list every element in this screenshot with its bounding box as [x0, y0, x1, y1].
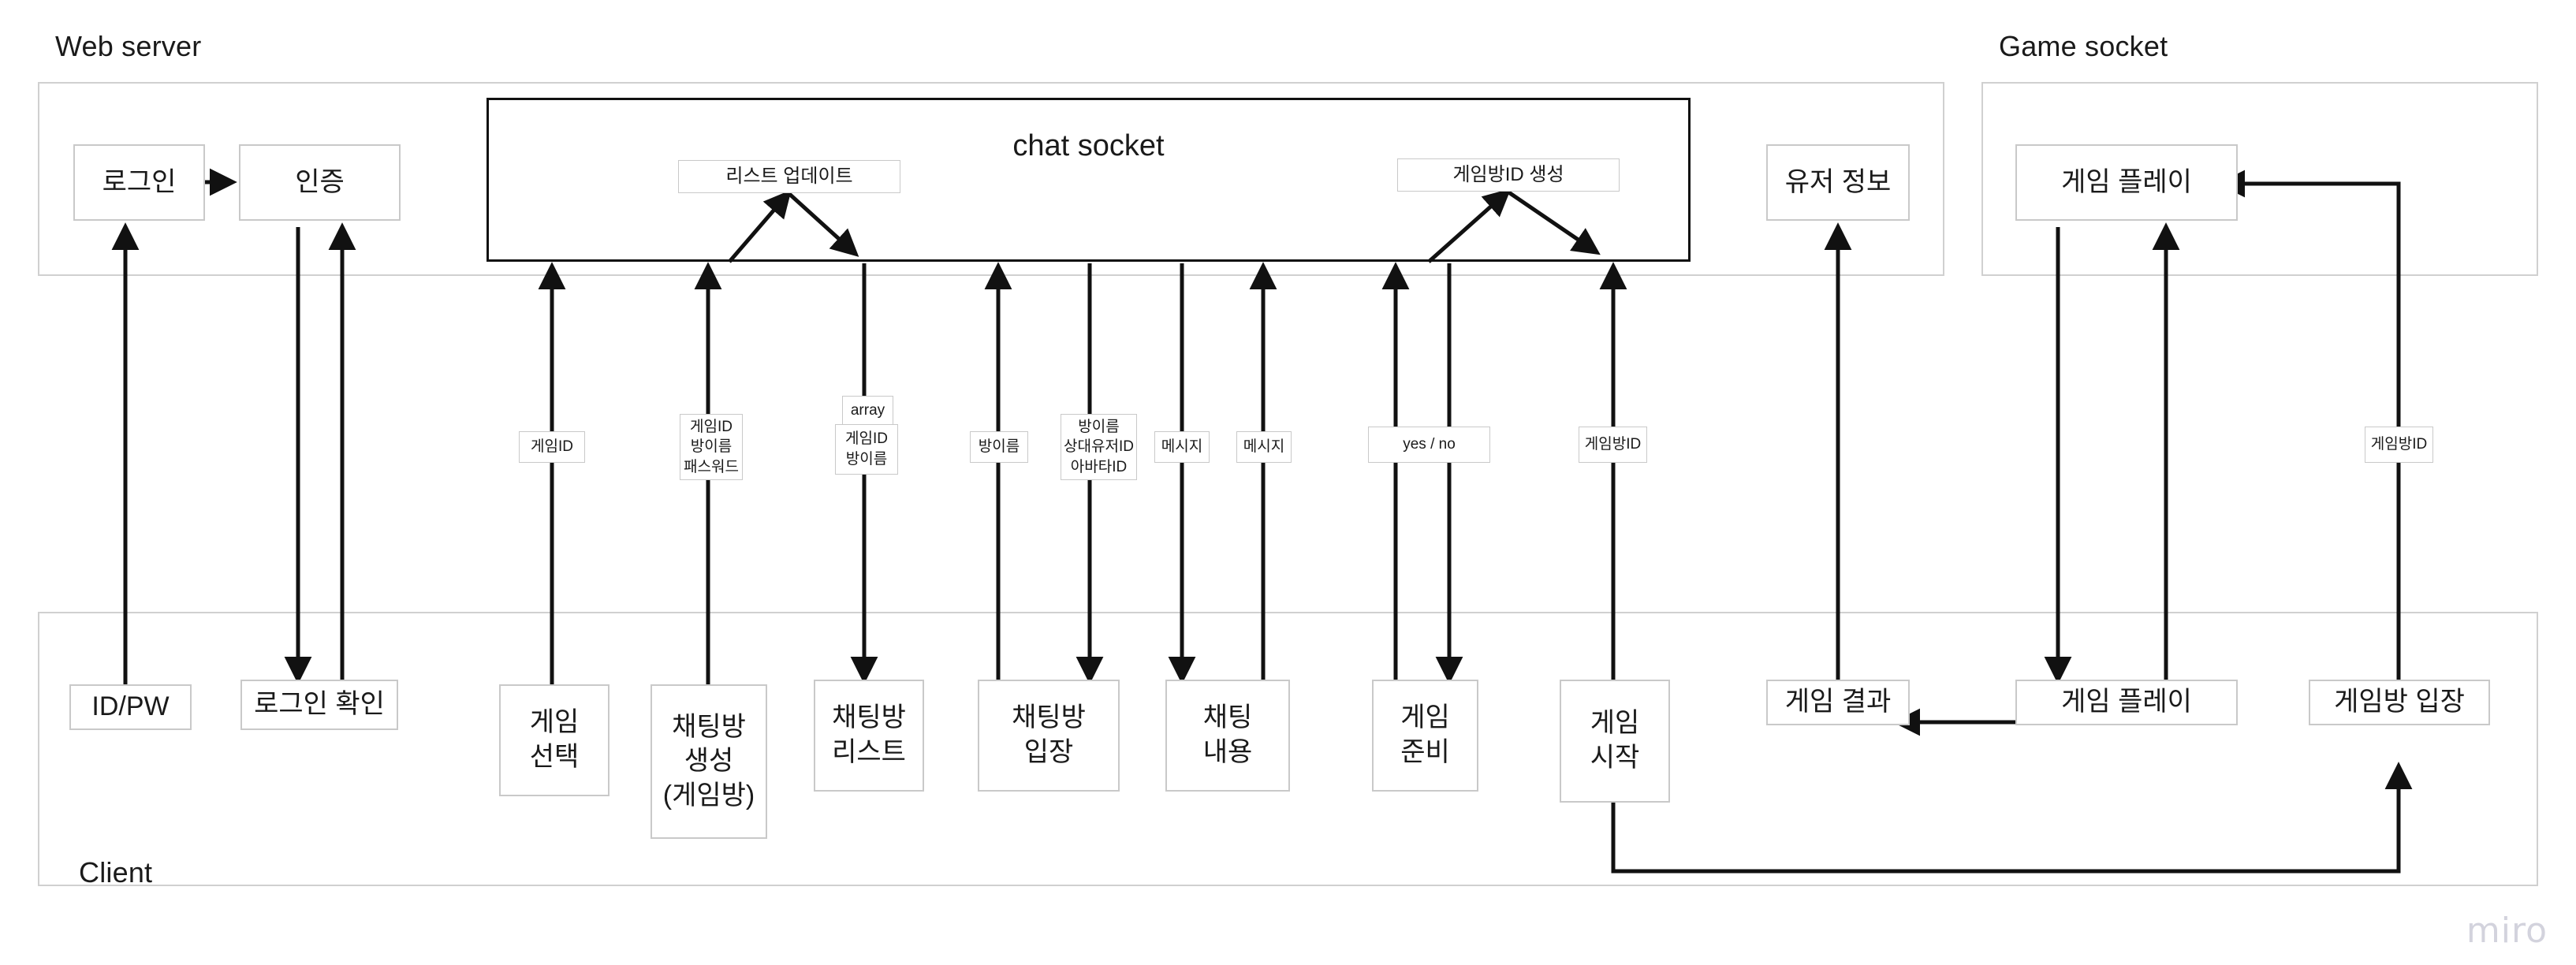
- tag-create-room: 게임ID 방이름 패스워드: [680, 414, 743, 480]
- tag-list-payload: 게임ID 방이름: [835, 424, 898, 475]
- node-chatroom-enter[interactable]: 채팅방 입장: [978, 680, 1120, 792]
- node-id-pw[interactable]: ID/PW: [69, 684, 192, 730]
- panel-title-client: Client: [79, 856, 153, 889]
- node-chat-content[interactable]: 채팅 내용: [1165, 680, 1290, 792]
- chat-socket-container: chat socket: [486, 98, 1691, 262]
- panel-game-socket: [1981, 82, 2538, 276]
- node-game-select[interactable]: 게임 선택: [499, 684, 610, 796]
- node-game-play-client[interactable]: 게임 플레이: [2015, 680, 2238, 725]
- panel-title-game-socket: Game socket: [1999, 30, 2168, 62]
- node-game-result[interactable]: 게임 결과: [1766, 680, 1910, 725]
- node-login-confirm[interactable]: 로그인 확인: [240, 680, 398, 730]
- node-user-info[interactable]: 유저 정보: [1766, 144, 1910, 221]
- node-chatroom-create[interactable]: 채팅방 생성 (게임방): [651, 684, 767, 839]
- tag-enter-room: 방이름 상대유저ID 아바타ID: [1061, 414, 1137, 480]
- node-game-play-socket[interactable]: 게임 플레이: [2015, 144, 2238, 221]
- node-game-start[interactable]: 게임 시작: [1560, 680, 1670, 803]
- tag-array: array: [842, 396, 893, 425]
- tag-list-update: 리스트 업데이트: [678, 160, 900, 193]
- tag-yes-no: yes / no: [1368, 427, 1490, 463]
- panel-client: [38, 612, 2538, 886]
- node-auth[interactable]: 인증: [239, 144, 401, 221]
- tag-gameroom-id-right: 게임방ID: [2365, 427, 2433, 463]
- tag-message-2: 메시지: [1236, 431, 1292, 463]
- node-game-ready[interactable]: 게임 준비: [1372, 680, 1478, 792]
- tag-game-id: 게임ID: [519, 431, 585, 463]
- tag-message-1: 메시지: [1154, 431, 1210, 463]
- miro-watermark: miro: [2466, 911, 2548, 951]
- node-gameroom-enter[interactable]: 게임방 입장: [2309, 680, 2490, 725]
- tag-gameroom-id: 게임방ID: [1579, 427, 1647, 463]
- node-login[interactable]: 로그인: [73, 144, 205, 221]
- node-chatroom-list[interactable]: 채팅방 리스트: [814, 680, 924, 792]
- tag-gameroom-id-create: 게임방ID 생성: [1397, 158, 1620, 192]
- panel-title-web-server: Web server: [55, 30, 202, 62]
- tag-room-name: 방이름: [970, 431, 1028, 463]
